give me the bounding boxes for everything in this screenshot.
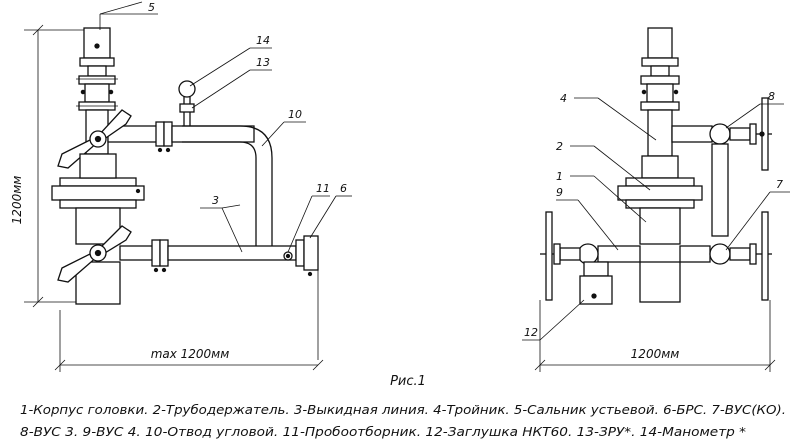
lower-branches-right (540, 211, 772, 305)
upper-handwheel (57, 109, 132, 169)
valve-8-branch (671, 97, 772, 171)
label-8: 8 (768, 90, 775, 103)
label-12: 12 (524, 326, 538, 339)
tee-right (647, 109, 673, 157)
left-leaders: 5 14 13 10 3 11 6 (99, 1, 352, 253)
label-1: 1 (556, 170, 563, 183)
width-dimension-right: 1200мм (534, 300, 776, 372)
right-leaders: 4 2 1 9 12 8 7 (522, 90, 790, 341)
right-view: 1200мм 4 2 1 9 12 8 7 (522, 27, 790, 372)
height-dimension: 1200мм (10, 24, 95, 308)
label-2: 2 (556, 140, 563, 153)
left-view: 1200мм (10, 1, 352, 372)
width-dimension-left-label: max 1200мм (151, 347, 230, 361)
stuffing-box-right (640, 27, 680, 111)
lower-handwheel (57, 225, 132, 283)
label-6: 6 (340, 182, 347, 195)
label-5: 5 (148, 1, 155, 14)
body-right (639, 207, 681, 245)
lower-outlet-line (119, 235, 319, 360)
stuffing-box (76, 27, 118, 111)
width-dimension-left: max 1200мм (54, 310, 324, 372)
flange-right (617, 177, 703, 209)
head-body (75, 153, 121, 305)
label-7: 7 (776, 178, 783, 191)
label-9: 9 (556, 186, 563, 199)
label-13: 13 (256, 56, 270, 69)
legend-line-2: 8-ВУС 3. 9-ВУС 4. 10-Отвод угловой. 11-П… (20, 425, 746, 439)
upper-outlet (107, 80, 273, 248)
label-4: 4 (560, 92, 567, 105)
body-lower-right (639, 261, 681, 303)
bypass-pipe (711, 143, 729, 237)
label-3: 3 (212, 194, 219, 207)
label-10: 10 (288, 108, 302, 121)
figure-caption: Рис.1 (390, 374, 426, 389)
label-14: 14 (256, 34, 270, 47)
head-flange (51, 177, 145, 209)
label-11: 11 (316, 182, 330, 195)
width-dimension-right-label: 1200мм (631, 347, 680, 361)
legend-line-1: 1-Корпус головки. 2-Трубодержатель. 3-Вы… (20, 403, 786, 417)
height-dimension-label: 1200мм (10, 176, 24, 225)
spool-right (641, 155, 679, 179)
